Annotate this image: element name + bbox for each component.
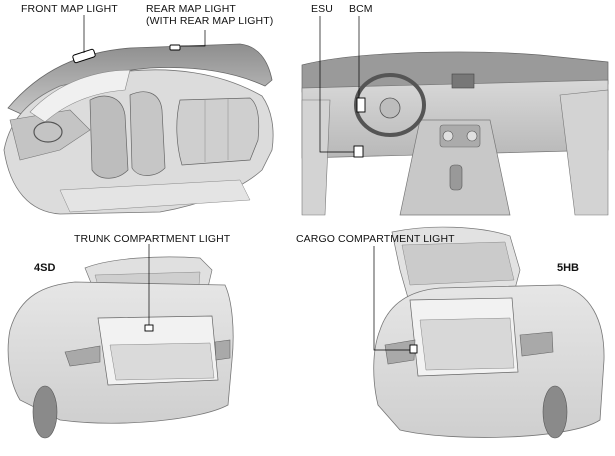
hatchback-rear-illustration xyxy=(373,226,605,439)
dashboard-illustration xyxy=(301,16,609,216)
sedan-rear-illustration xyxy=(7,244,234,439)
cabin-interior-illustration xyxy=(3,15,274,215)
front-map-light-label: FRONT MAP LIGHT xyxy=(21,3,118,15)
trunk-compartment-light-label: TRUNK COMPARTMENT LIGHT xyxy=(74,233,231,245)
cargo-compartment-light-label: CARGO COMPARTMENT LIGHT xyxy=(296,233,455,245)
esu-label: ESU xyxy=(311,3,333,15)
rear-map-light-note: (WITH REAR MAP LIGHT) xyxy=(146,15,274,27)
hatchback-variant-label: 5HB xyxy=(557,262,580,274)
bcm-label: BCM xyxy=(349,3,373,15)
rear-map-light-label: REAR MAP LIGHT xyxy=(146,3,236,15)
sedan-variant-label: 4SD xyxy=(34,262,56,274)
